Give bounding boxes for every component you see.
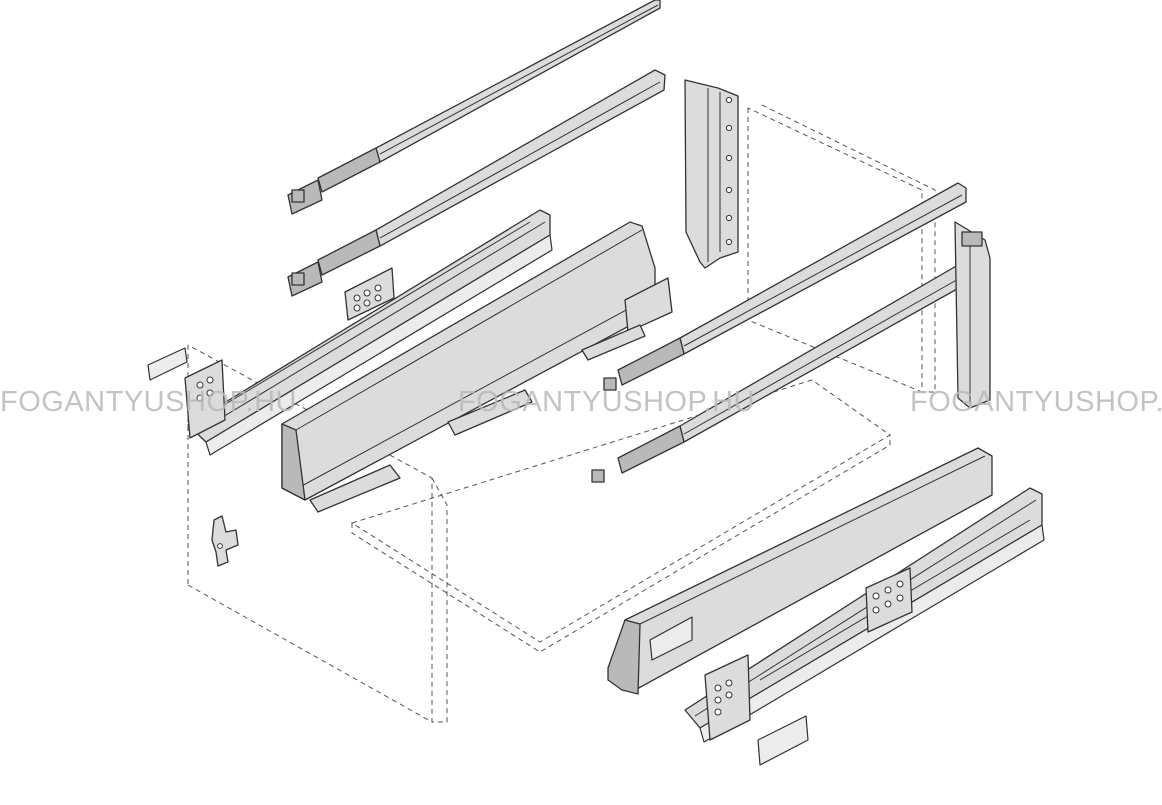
front-fixing-clip	[211, 515, 239, 567]
right-drawer-side-panel	[607, 447, 993, 695]
rear-bracket-left	[684, 79, 739, 269]
top-gallery-rail-lower	[287, 69, 666, 297]
right-runner-bracket-plate	[704, 654, 751, 741]
left-runner-slide	[187, 209, 553, 456]
left-mounting-plate	[344, 267, 395, 321]
right-cover-cap	[757, 715, 809, 766]
top-gallery-rail-upper	[287, 0, 661, 215]
left-drawer-side-panel	[281, 221, 673, 501]
gallery-rail-front-upper	[603, 182, 967, 391]
left-cover-cap	[147, 347, 188, 381]
cabinet-back-outline	[747, 104, 936, 393]
drawer-bottom-panel-outline	[350, 379, 891, 653]
left-panel-foot-bracket	[309, 324, 646, 513]
right-mounting-plate	[865, 567, 913, 633]
right-runner-slide	[684, 487, 1045, 743]
rear-bracket-right	[954, 221, 991, 409]
left-runner-bracket-plate	[184, 359, 226, 439]
